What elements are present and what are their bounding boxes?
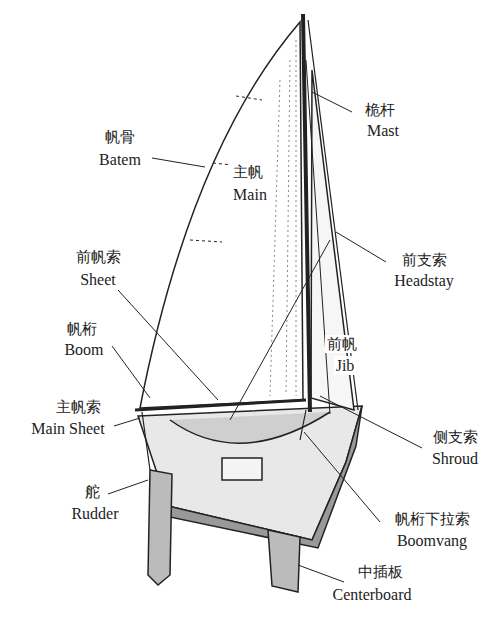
part-name-zh: 舵 xyxy=(83,483,102,501)
part-name-en: Centerboard xyxy=(330,585,413,604)
leader-lines xyxy=(108,92,422,582)
part-name-en: Headstay xyxy=(392,271,456,290)
part-name-zh: 侧支索 xyxy=(431,428,480,446)
part-name-en: Boomvang xyxy=(395,531,469,550)
part-name-zh: 帆桁 xyxy=(65,320,99,338)
part-name-en: Sheet xyxy=(78,270,118,289)
centerboard xyxy=(268,530,300,592)
part-name-en: Jib xyxy=(334,356,357,375)
part-name-en: Shroud xyxy=(430,449,480,468)
rigging xyxy=(135,14,358,470)
part-name-zh: 主帆索 xyxy=(54,398,103,416)
part-name-en: Boom xyxy=(62,340,105,359)
part-name-en: Main Sheet xyxy=(29,419,106,438)
main-sail xyxy=(140,22,303,408)
rudder xyxy=(148,470,172,585)
part-name-zh: 前帆索 xyxy=(74,248,123,266)
part-name-zh: 中插板 xyxy=(356,563,405,581)
part-name-zh: 前帆 xyxy=(325,335,359,353)
part-name-zh: 主帆 xyxy=(231,163,265,181)
part-name-zh: 桅杆 xyxy=(363,101,397,119)
part-name-zh: 帆桁下拉索 xyxy=(393,510,472,528)
part-name-en: Rudder xyxy=(69,504,120,523)
part-name-en: Batem xyxy=(97,150,143,169)
part-name-en: Main xyxy=(231,185,269,204)
part-name-zh: 帆骨 xyxy=(103,128,137,146)
part-name-zh: 前支索 xyxy=(400,251,449,269)
part-name-en: Mast xyxy=(365,121,401,140)
